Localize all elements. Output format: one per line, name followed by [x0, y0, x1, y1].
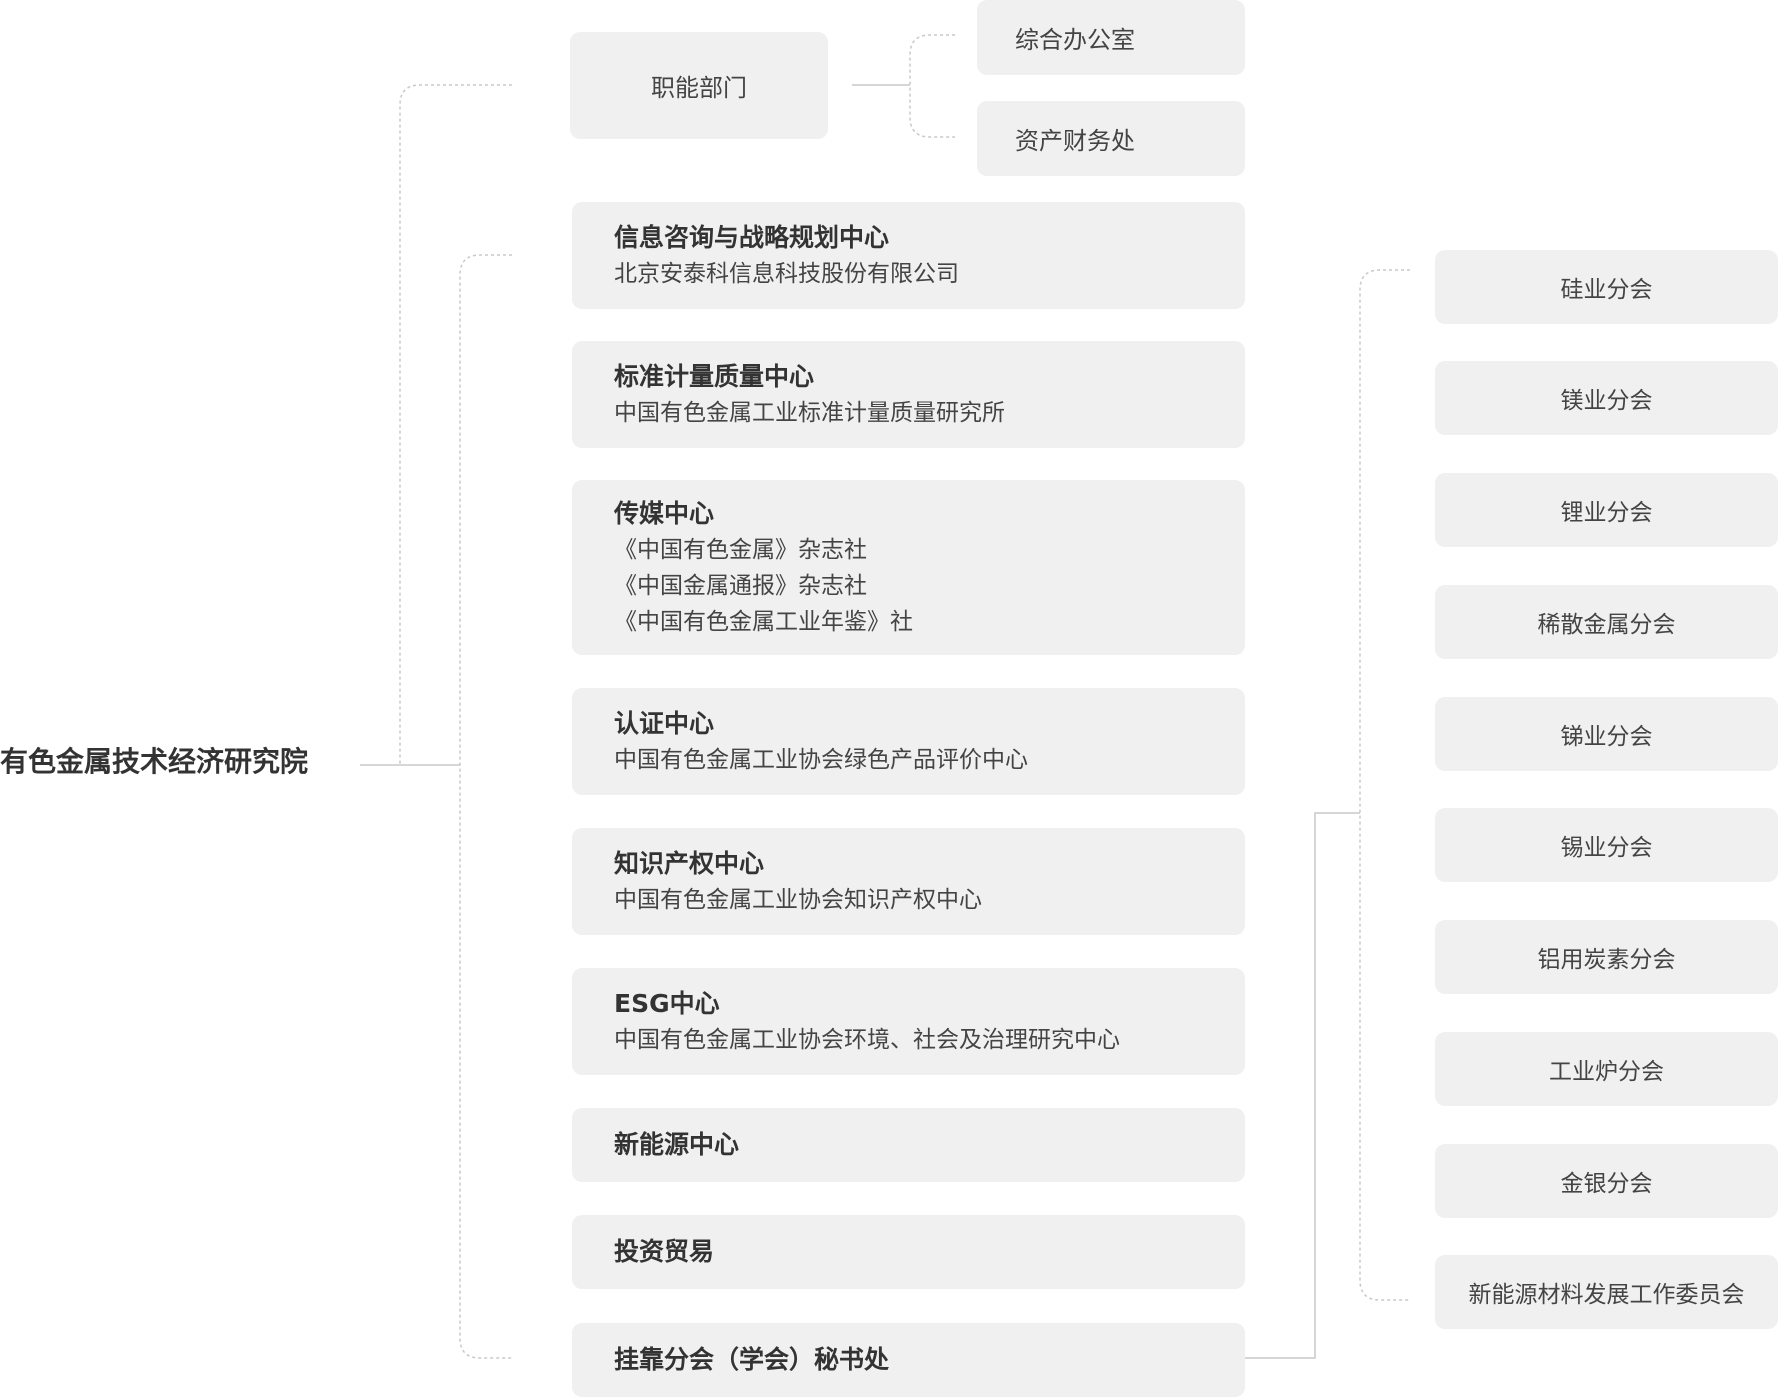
center-node-standards: 标准计量质量中心 中国有色金属工业标准计量质量研究所	[572, 341, 1245, 448]
branch-node: 锡业分会	[1435, 808, 1778, 882]
center-title: 挂靠分会（学会）秘书处	[614, 1345, 890, 1374]
center-node-media: 传媒中心 《中国有色金属》杂志社 《中国金属通报》杂志社 《中国有色金属工业年鉴…	[572, 480, 1245, 655]
office-label: 资产财务处	[1015, 127, 1135, 155]
center-node-investment: 投资贸易	[572, 1215, 1245, 1289]
branches-bracket	[1359, 269, 1410, 1301]
center-node-certification: 认证中心 中国有色金属工业协会绿色产品评价中心	[572, 688, 1245, 795]
center-node-new-energy: 新能源中心	[572, 1108, 1245, 1182]
branch-label: 锑业分会	[1560, 724, 1653, 750]
branch-node: 新能源材料发展工作委员会	[1435, 1255, 1778, 1329]
offices-bracket	[909, 34, 955, 138]
center-subtitle: 北京安泰科信息科技股份有限公司	[614, 260, 959, 287]
branch-node: 工业炉分会	[1435, 1032, 1778, 1106]
branch-label: 新能源材料发展工作委员会	[1468, 1282, 1745, 1308]
functional-bracket	[399, 84, 512, 765]
center-node-secretariat: 挂靠分会（学会）秘书处	[572, 1323, 1245, 1397]
center-title: 认证中心	[614, 708, 715, 738]
center-title: 投资贸易	[614, 1237, 715, 1266]
center-subtitle: 中国有色金属工业标准计量质量研究所	[614, 399, 1005, 426]
centers-bracket	[459, 254, 512, 1359]
branch-label: 锡业分会	[1560, 835, 1653, 861]
functional-dept-label: 职能部门	[651, 74, 747, 102]
office-node-finance: 资产财务处	[977, 101, 1245, 176]
functional-dept-node: 职能部门	[570, 32, 828, 139]
center-subtitle: 《中国有色金属工业年鉴》社	[614, 608, 913, 635]
root-node: 有色金属技术经济研究院	[0, 745, 309, 778]
office-label: 综合办公室	[1015, 26, 1135, 54]
center-title: 标准计量质量中心	[614, 361, 815, 391]
center-subtitle: 中国有色金属工业协会绿色产品评价中心	[614, 746, 1028, 773]
branch-node: 稀散金属分会	[1435, 585, 1778, 659]
center-title: 信息咨询与战略规划中心	[614, 222, 890, 252]
branch-label: 稀散金属分会	[1537, 612, 1676, 638]
center-title: 传媒中心	[614, 498, 715, 528]
branch-label: 工业炉分会	[1549, 1059, 1664, 1085]
office-node-general: 综合办公室	[977, 0, 1245, 75]
branch-node: 金银分会	[1435, 1144, 1778, 1218]
center-node-info-consulting: 信息咨询与战略规划中心 北京安泰科信息科技股份有限公司	[572, 202, 1245, 309]
center-title: 新能源中心	[614, 1130, 740, 1159]
center-node-ip: 知识产权中心 中国有色金属工业协会知识产权中心	[572, 828, 1245, 935]
center-subtitle: 《中国金属通报》杂志社	[614, 572, 867, 599]
branch-node: 镁业分会	[1435, 361, 1778, 435]
branch-label: 锂业分会	[1560, 500, 1653, 526]
center-title: ESG中心	[614, 988, 720, 1018]
branch-node: 锑业分会	[1435, 697, 1778, 771]
center-node-esg: ESG中心 中国有色金属工业协会环境、社会及治理研究中心	[572, 968, 1245, 1075]
branch-label: 铝用炭素分会	[1537, 947, 1676, 973]
center-subtitle: 中国有色金属工业协会环境、社会及治理研究中心	[614, 1026, 1120, 1053]
branch-node: 铝用炭素分会	[1435, 920, 1778, 994]
branch-node: 锂业分会	[1435, 473, 1778, 547]
branch-label: 镁业分会	[1560, 388, 1653, 414]
center-subtitle: 《中国有色金属》杂志社	[614, 536, 867, 563]
branches-connector	[1245, 812, 1360, 1359]
center-title: 知识产权中心	[614, 848, 765, 878]
center-subtitle: 中国有色金属工业协会知识产权中心	[614, 886, 982, 913]
branch-node: 硅业分会	[1435, 250, 1778, 324]
branch-label: 硅业分会	[1560, 277, 1653, 303]
branch-label: 金银分会	[1560, 1171, 1653, 1197]
